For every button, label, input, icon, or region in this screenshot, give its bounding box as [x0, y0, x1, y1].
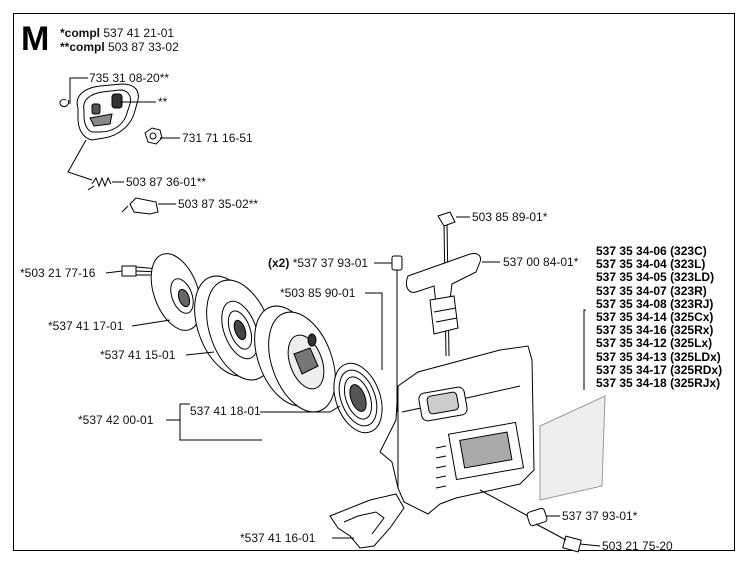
- callout-p10: *503 85 90-01: [280, 286, 356, 300]
- callout-p15: 537 37 93-01*: [562, 509, 638, 523]
- rope-pulley: [254, 305, 336, 413]
- diagram-frame: [13, 13, 735, 551]
- complete-assembly-1: *compl 537 41 21-01: [60, 26, 174, 40]
- starter-housing: [379, 345, 535, 515]
- callout-p7-number: *537 37 93-01: [292, 256, 369, 270]
- recoil-spring: [333, 362, 383, 434]
- compl-1-number: 537 41 21-01: [103, 26, 175, 40]
- screw-bottom: [562, 535, 601, 553]
- housing-base-plate: [329, 493, 405, 549]
- section-letter: M: [21, 20, 50, 58]
- model-part-item: 537 35 34-12 (325Lx): [596, 336, 713, 351]
- compl-1-prefix: *compl: [60, 26, 101, 40]
- model-part-list: 537 35 34-06 (323C) 537 35 34-04 (323L) …: [596, 244, 723, 391]
- model-part-item: 537 35 34-16 (325Rx): [596, 323, 714, 338]
- model-part-item: 537 35 34-04 (323L): [596, 257, 706, 272]
- nut: [144, 127, 163, 145]
- callout-p14: 537 41 18-01: [190, 404, 261, 418]
- model-part-item: 537 35 34-08 (323RJ): [596, 296, 714, 311]
- callout-p8: 537 00 84-01*: [503, 255, 579, 269]
- callout-p7: (x2) *537 37 93-01: [268, 256, 368, 270]
- compl-2-number: 503 87 33-02: [108, 40, 179, 54]
- spring: [87, 176, 112, 191]
- starter-pawl-cover: [76, 83, 139, 141]
- pulley-washer: [150, 253, 202, 331]
- callout-p5: 503 87 35-02**: [178, 197, 259, 211]
- bushing-bottom: [526, 507, 548, 527]
- circlip: [59, 99, 69, 107]
- model-part-item: 537 35 34-18 (325RJx): [596, 376, 721, 391]
- pawl: [121, 197, 159, 215]
- callout-p6: 503 85 89-01*: [472, 210, 548, 224]
- starter-handle: [405, 253, 481, 335]
- callout-p2: **: [158, 95, 168, 109]
- model-part-item: 537 35 34-14 (325Cx): [596, 310, 714, 325]
- model-part-item: 537 35 34-13 (325LDx): [596, 349, 721, 364]
- model-part-item: 537 35 34-06 (323C): [596, 244, 707, 258]
- callout-p13: *537 42 00-01: [78, 413, 154, 427]
- model-part-item: 537 35 34-07 (323R): [596, 283, 707, 298]
- callout-p7-prefix: (x2): [268, 256, 290, 270]
- callout-p1: 735 31 08-20**: [89, 71, 170, 85]
- callout-p17: 503 21 75-20: [602, 539, 673, 553]
- bushing-top: [391, 255, 403, 412]
- compl-2-prefix: **compl: [60, 40, 105, 54]
- callout-p3: 731 71 16-51: [182, 131, 253, 145]
- complete-assembly-2: **compl 503 87 33-02: [60, 40, 179, 54]
- callout-p16: *537 41 16-01: [240, 531, 316, 545]
- model-part-item: 537 35 34-17 (325RDx): [596, 362, 723, 377]
- callout-p9: *503 21 77-16: [20, 266, 96, 280]
- callout-p12: *537 41 15-01: [100, 348, 176, 362]
- callout-p4: 503 87 36-01**: [126, 175, 207, 189]
- model-part-item: 537 35 34-05 (323LD): [596, 270, 715, 285]
- decal-panel: [539, 395, 606, 501]
- callout-p11: *537 41 17-01: [48, 319, 124, 333]
